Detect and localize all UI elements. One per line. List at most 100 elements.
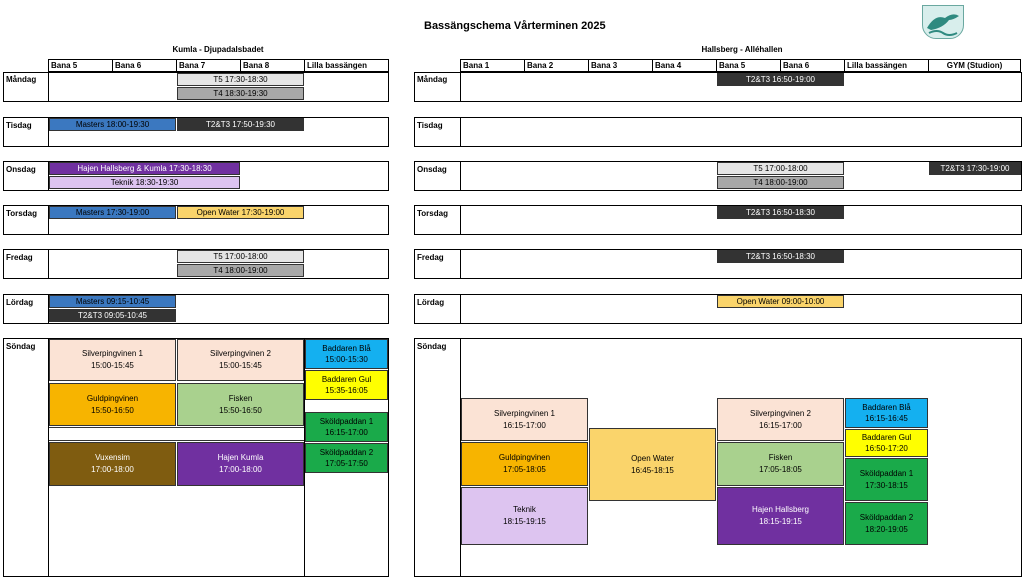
event-time: 15:00-15:45 [91, 361, 134, 370]
event-block: Baddaren Blå 16:15-16:45 [845, 398, 928, 428]
event-time: 16:15-17:00 [325, 428, 368, 437]
kumla-day-block-tisdag [3, 117, 389, 147]
event-block: T2&T3 17:30-19:00 [929, 162, 1021, 175]
event-name: Silverpingvinen 2 [750, 408, 811, 418]
venue-kumla: Kumla - Djupadalsbadet [172, 45, 264, 54]
kumla-lane-7: Bana 7 [176, 59, 241, 72]
event-block: Baddaren Gul 16:50-17:20 [845, 429, 928, 457]
event-time: 17:00-18:00 [91, 465, 134, 474]
event-time: 16:15-16:45 [865, 414, 908, 423]
event-name: Guldpingvinen [86, 393, 139, 403]
hallsberg-day-block-sondag [414, 338, 1022, 577]
divider [460, 338, 461, 577]
divider [460, 205, 461, 235]
kumla-day-label: Söndag [6, 342, 36, 351]
event-block: T5 17:00-18:00 [177, 250, 304, 263]
divider [460, 117, 461, 147]
hallsberg-day-label: Måndag [417, 75, 448, 84]
event-name: Fisken [228, 393, 253, 403]
kumla-lane-6: Bana 6 [112, 59, 177, 72]
event-block: Sköldpaddan 2 17:05-17:50 [305, 443, 388, 473]
event-name: Sköldpaddan 2 [859, 512, 914, 522]
hallsberg-day-block-mandag [414, 72, 1022, 102]
kumla-day-label: Lördag [6, 298, 34, 307]
event-block: T4 18:00-19:00 [177, 264, 304, 277]
event-block: Fisken 15:50-16:50 [177, 383, 304, 426]
event-name: Vuxensim [95, 453, 130, 462]
event-block: T2&T3 16:50-18:30 [717, 250, 844, 263]
page-title: Bassängschema Vårterminen 2025 [424, 20, 606, 32]
event-block: Masters 09:15-10:45 [49, 295, 176, 308]
event-block: Vuxensim 17:00-18:00 [49, 442, 176, 486]
divider [48, 117, 49, 147]
hallsberg-lane-lilla: Lilla bassängen [844, 59, 929, 72]
hallsberg-day-block-lordag [414, 294, 1022, 324]
event-block: Sköldpaddan 1 16:15-17:00 [305, 412, 388, 442]
event-block: Guldpingvinen 15:50-16:50 [49, 383, 176, 426]
event-name: Baddaren Gul [861, 433, 912, 442]
event-name: Baddaren Blå [862, 403, 911, 412]
event-block: Hajen Kumla 17:00-18:00 [177, 442, 304, 486]
event-time: 15:35-16:05 [325, 386, 368, 395]
event-block: Masters 17:30-19:00 [49, 206, 176, 219]
kumla-day-block-fredag [3, 249, 389, 279]
event-name: Sköldpaddan 1 [319, 417, 374, 426]
hallsberg-day-block-tisdag [414, 117, 1022, 147]
club-logo [922, 5, 964, 39]
event-block: Silverpingvinen 2 15:00-15:45 [177, 339, 304, 381]
hallsberg-day-block-onsdag [414, 161, 1022, 191]
hallsberg-lane-2: Bana 2 [524, 59, 589, 72]
event-name: Silverpingvinen 2 [210, 349, 271, 358]
event-block: Open Water 17:30-19:00 [177, 206, 304, 219]
kumla-day-block-onsdag [3, 161, 389, 191]
event-name: Silverpingvinen 1 [82, 349, 143, 358]
event-block: T4 18:00-19:00 [717, 176, 844, 189]
event-block: T2&T3 16:50-18:30 [717, 206, 844, 219]
divider [460, 161, 461, 191]
event-block: T5 17:30-18:30 [177, 73, 304, 86]
event-name: Hajen Kumla [217, 453, 264, 462]
kumla-day-label: Tisdag [6, 121, 32, 130]
divider [48, 338, 49, 577]
event-block: Sköldpaddan 1 17:30-18:15 [845, 458, 928, 501]
divider [460, 72, 461, 102]
event-block: T2&T3 16:50-19:00 [717, 73, 844, 86]
divider [48, 161, 49, 191]
hallsberg-lane-gym: GYM (Studion) [928, 59, 1021, 72]
kumla-day-label: Onsdag [6, 165, 36, 174]
divider [460, 249, 461, 279]
kumla-day-label: Fredag [6, 253, 33, 262]
kumla-lane-5: Bana 5 [48, 59, 113, 72]
event-time: 18:15-19:15 [503, 517, 546, 526]
event-block: T2&T3 09:05-10:45 [49, 309, 176, 322]
swimmer-logo-icon [927, 14, 959, 36]
event-time: 17:30-18:15 [865, 480, 908, 490]
divider [49, 427, 304, 441]
kumla-day-label: Torsdag [6, 209, 37, 218]
event-name: Guldpingvinen [498, 453, 551, 462]
hallsberg-day-label: Tisdag [417, 121, 443, 130]
hallsberg-day-label: Lördag [417, 298, 445, 307]
event-block: Fisken 17:05-18:05 [717, 442, 844, 486]
hallsberg-lane-5: Bana 5 [716, 59, 781, 72]
event-time: 17:05-17:50 [325, 459, 368, 468]
divider [48, 294, 49, 324]
event-time: 15:50-16:50 [91, 405, 134, 415]
event-time: 18:15-19:15 [759, 517, 802, 526]
event-block: Guldpingvinen 17:05-18:05 [461, 442, 588, 486]
event-block: Baddaren Gul 15:35-16:05 [305, 370, 388, 400]
event-name: Fisken [768, 453, 793, 462]
event-time: 15:50-16:50 [219, 405, 262, 415]
kumla-lane-8: Bana 8 [240, 59, 305, 72]
kumla-day-block-mandag [3, 72, 389, 102]
event-name: Sköldpaddan 1 [859, 468, 914, 478]
event-time: 17:05-18:05 [759, 465, 802, 474]
event-block: Masters 18:00-19:30 [49, 118, 176, 131]
event-block: Hajen Hallsberg & Kumla 17:30-18:30 [49, 162, 240, 175]
hallsberg-day-label: Fredag [417, 253, 444, 262]
event-block: Silverpingvinen 2 16:15-17:00 [717, 398, 844, 441]
hallsberg-day-block-torsdag [414, 205, 1022, 235]
event-time: 16:45-18:15 [631, 465, 674, 475]
event-block: Sköldpaddan 2 18:20-19:05 [845, 502, 928, 545]
kumla-lane-lilla: Lilla bassängen [304, 59, 389, 72]
